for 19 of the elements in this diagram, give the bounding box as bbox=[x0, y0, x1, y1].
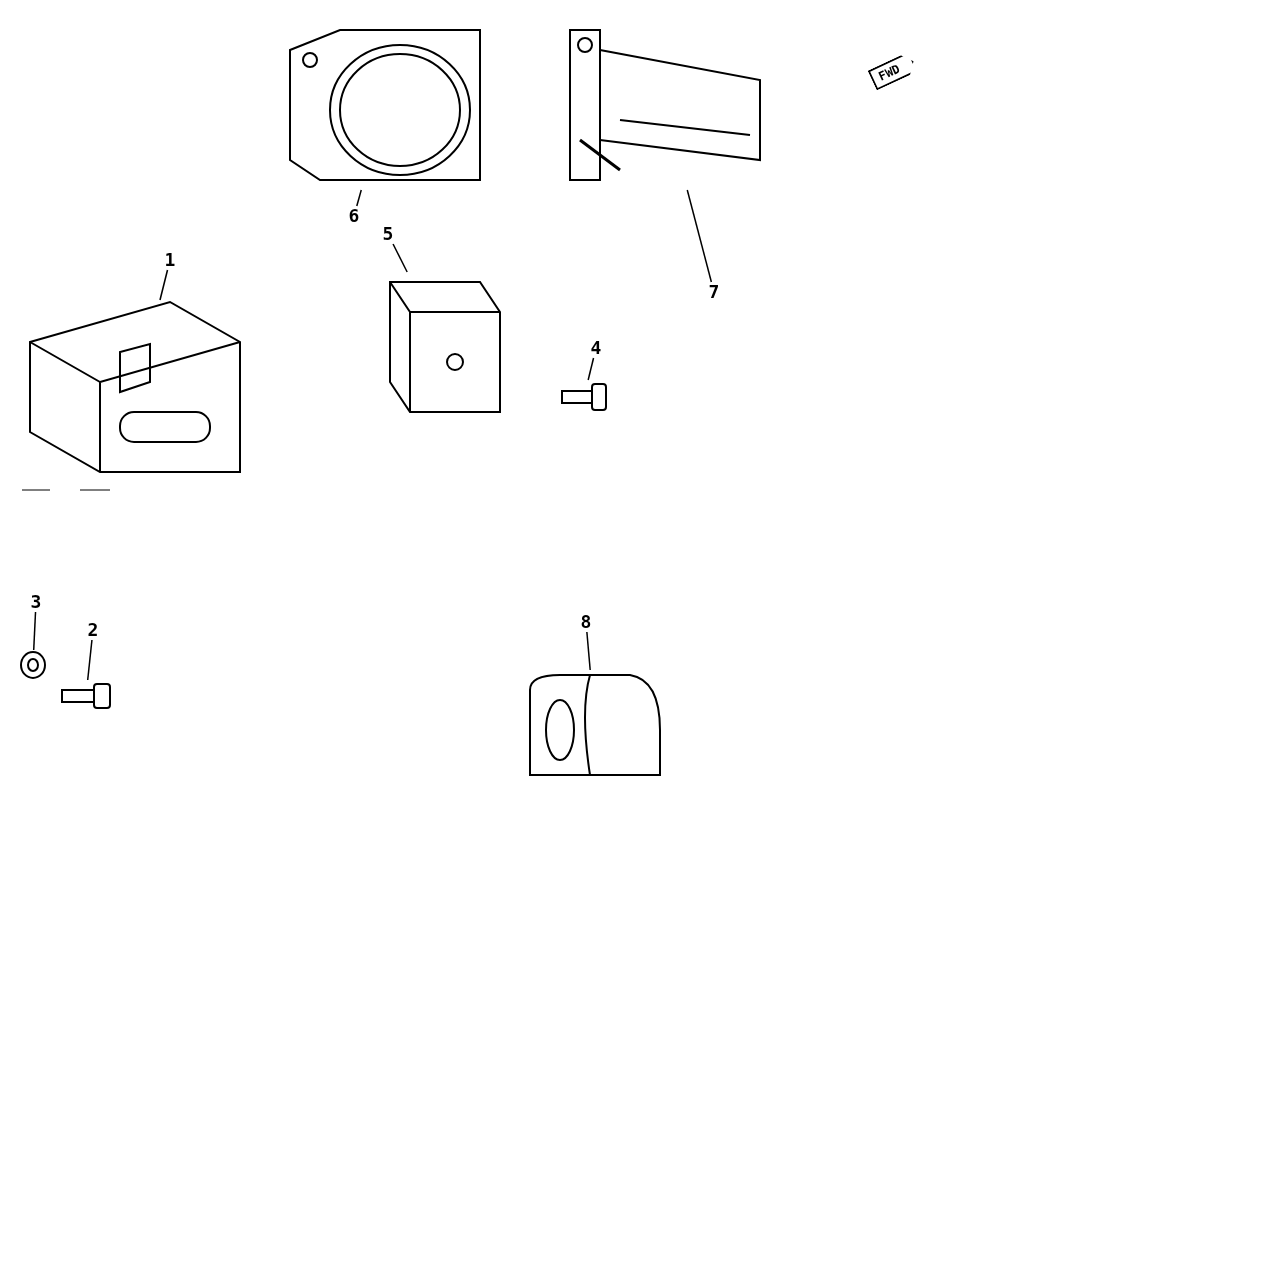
washer-icon bbox=[18, 650, 48, 680]
callout-number: 2 bbox=[85, 620, 101, 640]
leader-line bbox=[159, 269, 169, 301]
leader-line bbox=[586, 631, 591, 671]
leader-line bbox=[686, 189, 713, 283]
callout-number: 5 bbox=[380, 224, 396, 244]
leader-line bbox=[356, 189, 362, 207]
callout-number: 4 bbox=[588, 338, 604, 358]
leader-line bbox=[587, 357, 595, 381]
callout-number: 6 bbox=[346, 206, 362, 226]
callout-number: 8 bbox=[578, 612, 594, 632]
callout-number: 1 bbox=[162, 250, 178, 270]
leader-line bbox=[32, 611, 37, 651]
bolt-icon bbox=[560, 380, 608, 414]
callout-number: 3 bbox=[28, 592, 44, 612]
bolt-icon bbox=[60, 680, 112, 712]
callout-number: 7 bbox=[706, 282, 722, 302]
leader-line bbox=[392, 243, 408, 273]
leader-line bbox=[86, 639, 93, 681]
